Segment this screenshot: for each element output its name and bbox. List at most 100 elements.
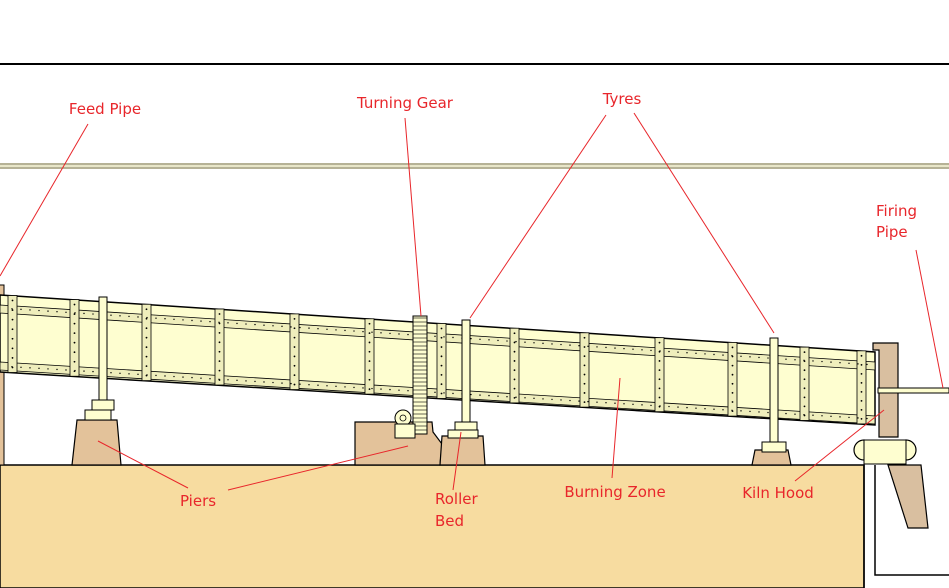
band-rivet: [317, 328, 319, 330]
rivet: [440, 336, 443, 339]
band-rivet: [659, 405, 661, 407]
band-rivet: [704, 408, 706, 410]
band-rivet: [227, 322, 229, 324]
rivet: [658, 341, 661, 344]
band-rivet: [497, 395, 499, 397]
rivet: [293, 355, 296, 358]
shell-seam: [509, 327, 520, 404]
band-rivet: [65, 369, 67, 371]
band-rivet: [371, 331, 373, 333]
band-rivet: [38, 309, 40, 312]
band-rivet: [326, 328, 328, 331]
band-rivet: [515, 340, 517, 343]
band-rivet: [137, 316, 139, 318]
band-rivet: [758, 356, 760, 359]
rivet: [731, 364, 734, 367]
band-rivet: [362, 387, 364, 389]
band-rivet: [596, 401, 598, 403]
rivet: [73, 322, 76, 325]
rivet: [145, 317, 148, 320]
band-rivet: [155, 317, 157, 319]
band-rivet: [263, 324, 265, 326]
band-rivet: [83, 370, 85, 372]
band-rivet: [812, 360, 814, 362]
rivet: [368, 378, 371, 381]
rivet: [218, 331, 221, 334]
rivet: [440, 327, 443, 330]
band-rivet: [866, 417, 868, 420]
label-roller-bed-line2: Bed: [435, 512, 464, 530]
band-rivet: [506, 396, 508, 398]
shell-seam: [799, 346, 810, 421]
band-rivet: [794, 413, 796, 415]
band-rivet: [722, 354, 724, 356]
band-rivet: [542, 342, 544, 345]
band-rivet: [110, 372, 112, 374]
roller-base: [447, 429, 479, 439]
rivet: [218, 360, 221, 363]
band-rivet: [299, 383, 301, 385]
band-rivet: [614, 347, 616, 349]
rivet: [73, 332, 76, 335]
band-rivet: [218, 321, 220, 323]
band-rivet: [515, 396, 517, 398]
band-rivet: [857, 363, 859, 365]
band-rivet: [695, 352, 697, 355]
feed-end-housing: [0, 284, 5, 466]
rivet: [368, 341, 371, 344]
piers: [71, 419, 792, 466]
rivet: [860, 354, 863, 357]
rivet: [440, 364, 443, 367]
tyre-ring: [98, 296, 108, 408]
band-rivet: [47, 368, 49, 370]
rivet: [803, 396, 806, 399]
rivet: [11, 347, 14, 350]
shell-seam: [214, 308, 225, 386]
label-kiln-hood: Kiln Hood: [742, 484, 814, 502]
rivet: [145, 365, 148, 368]
girth-gear: [412, 315, 428, 435]
band-rivet: [551, 343, 553, 345]
band-rivet: [236, 322, 238, 325]
tyre-ring: [461, 319, 471, 431]
rivet: [513, 332, 516, 335]
band-rivet: [236, 379, 238, 382]
band-rivet: [398, 333, 400, 335]
shell-seam: [654, 337, 665, 413]
tyre-center: [447, 319, 479, 439]
rivet: [513, 387, 516, 390]
rivet: [731, 373, 734, 376]
band-rivet: [605, 346, 607, 349]
band-rivet: [452, 392, 454, 395]
band-rivet: [533, 397, 535, 400]
hood-carriage: [863, 439, 907, 465]
turning-gear: [394, 315, 428, 439]
band-rivet: [245, 380, 247, 382]
rivet: [368, 350, 371, 353]
band-rivet: [821, 415, 823, 417]
rivet: [368, 360, 371, 363]
label-firing-pipe-line2: Pipe: [876, 223, 908, 241]
band-rivet: [839, 362, 841, 364]
rivet: [293, 374, 296, 377]
rivet: [440, 355, 443, 358]
band-rivet: [389, 388, 391, 391]
label-roller-bed-line1: Roller: [435, 490, 478, 508]
band-rivet: [434, 391, 436, 394]
rivet: [73, 303, 76, 306]
rivet: [658, 360, 661, 362]
band-rivet: [578, 345, 580, 347]
band-rivet: [56, 311, 58, 313]
band-rivet: [65, 311, 67, 313]
band-rivet: [389, 332, 391, 335]
rivet: [860, 363, 863, 366]
band-rivet: [146, 374, 148, 376]
band-rivet: [443, 392, 445, 394]
rivet: [803, 369, 806, 372]
rivet: [368, 322, 371, 325]
rivet: [731, 392, 734, 394]
leader-roller-bed: [452, 431, 462, 491]
leader-tyres-center: [469, 114, 607, 319]
cooler-chute: [887, 464, 929, 529]
